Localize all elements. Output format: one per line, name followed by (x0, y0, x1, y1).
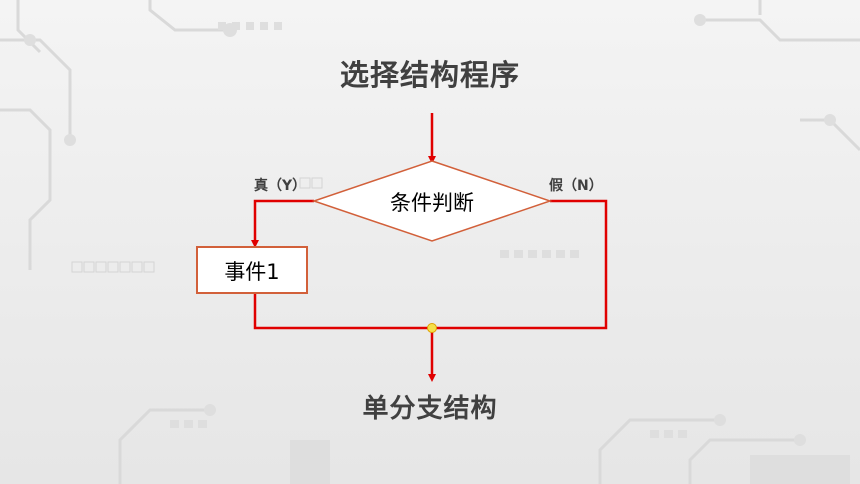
junction-dot (427, 323, 437, 333)
false-branch-label: 假（N） (549, 178, 603, 194)
false-branch-line (432, 199, 608, 330)
event-box (196, 246, 308, 294)
true-branch-label: 真（Y） (254, 178, 307, 194)
condition-label: 条件判断 (390, 191, 474, 215)
diagram-caption: 单分支结构 (362, 394, 498, 424)
true-branch-line (251, 199, 314, 248)
condition-diamond (311, 160, 553, 242)
page-title: 选择结构程序 (339, 58, 520, 92)
event-exit-line (253, 294, 432, 330)
event-label: 事件1 (224, 260, 280, 284)
